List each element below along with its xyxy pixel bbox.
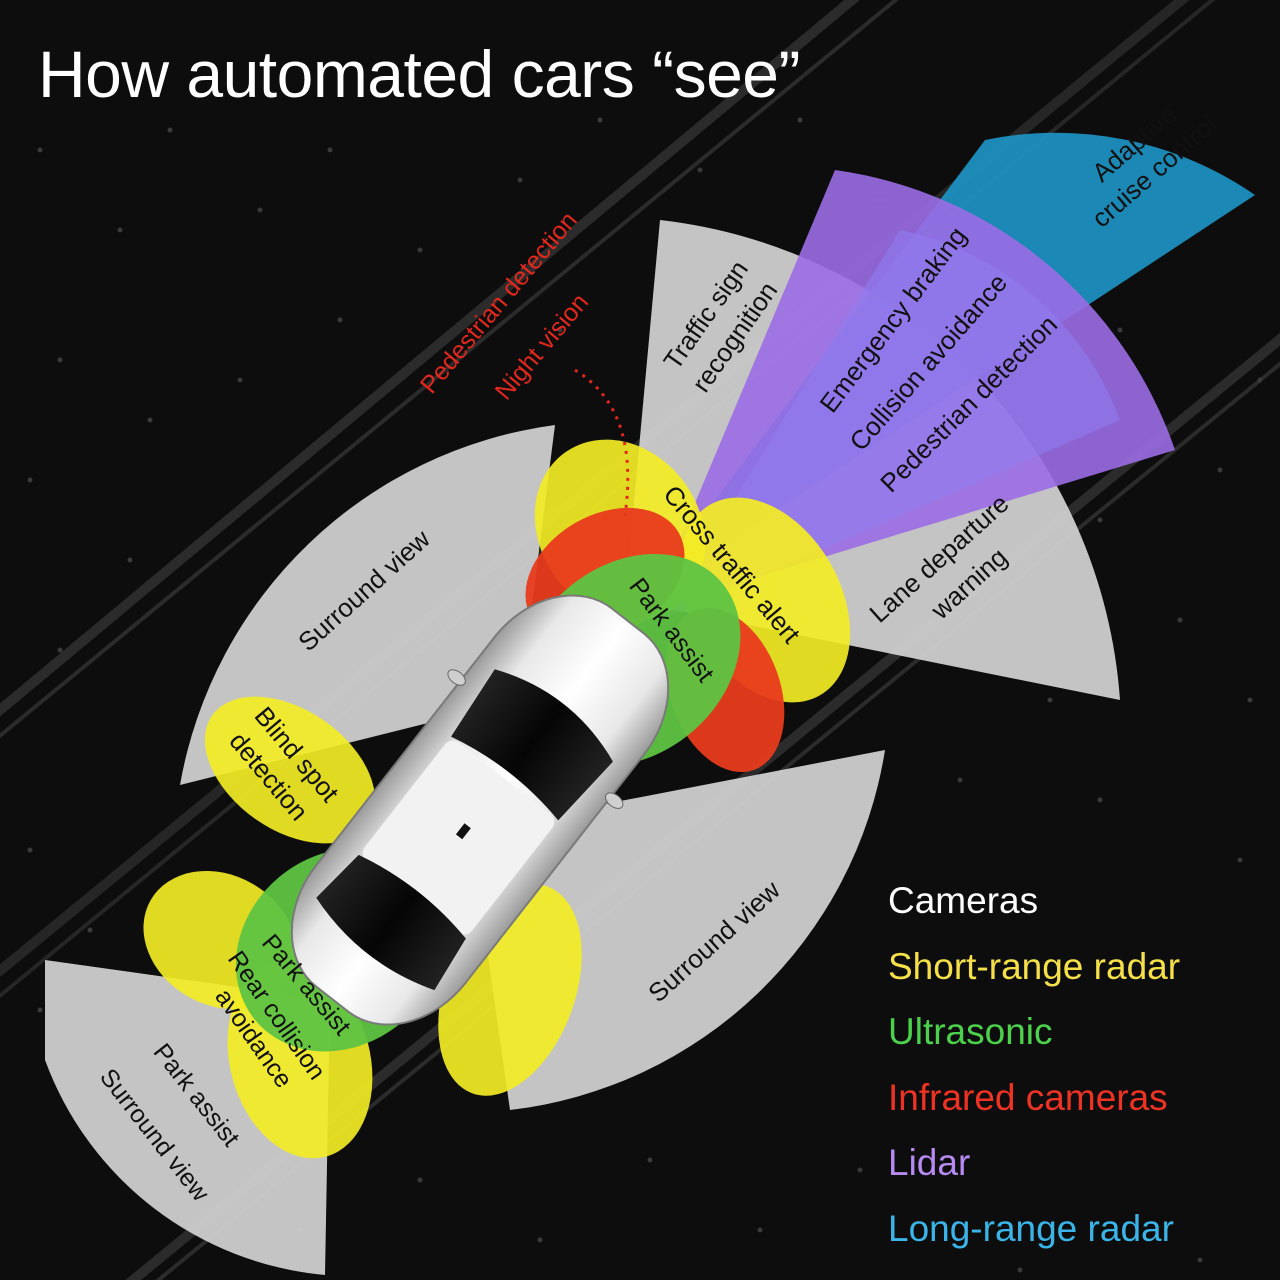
page-title: How automated cars “see” xyxy=(38,37,801,111)
legend: Cameras Short-range radar Ultrasonic Inf… xyxy=(888,868,1180,1261)
car-top-view xyxy=(290,594,670,1026)
road-texture-dots xyxy=(27,117,1263,1273)
legend-item-infrared-cameras: Infrared cameras xyxy=(888,1076,1168,1118)
legend-item-long-range-radar: Long-range radar xyxy=(888,1207,1174,1249)
night-vision-connector xyxy=(574,368,630,516)
legend-item-lidar: Lidar xyxy=(888,1142,971,1183)
legend-item-cameras: Cameras xyxy=(888,880,1039,921)
legend-item-short-range-radar: Short-range radar xyxy=(888,945,1181,987)
radar-blind-spot-lobe xyxy=(204,696,376,844)
legend-item-ultrasonic: Ultrasonic xyxy=(888,1011,1053,1052)
